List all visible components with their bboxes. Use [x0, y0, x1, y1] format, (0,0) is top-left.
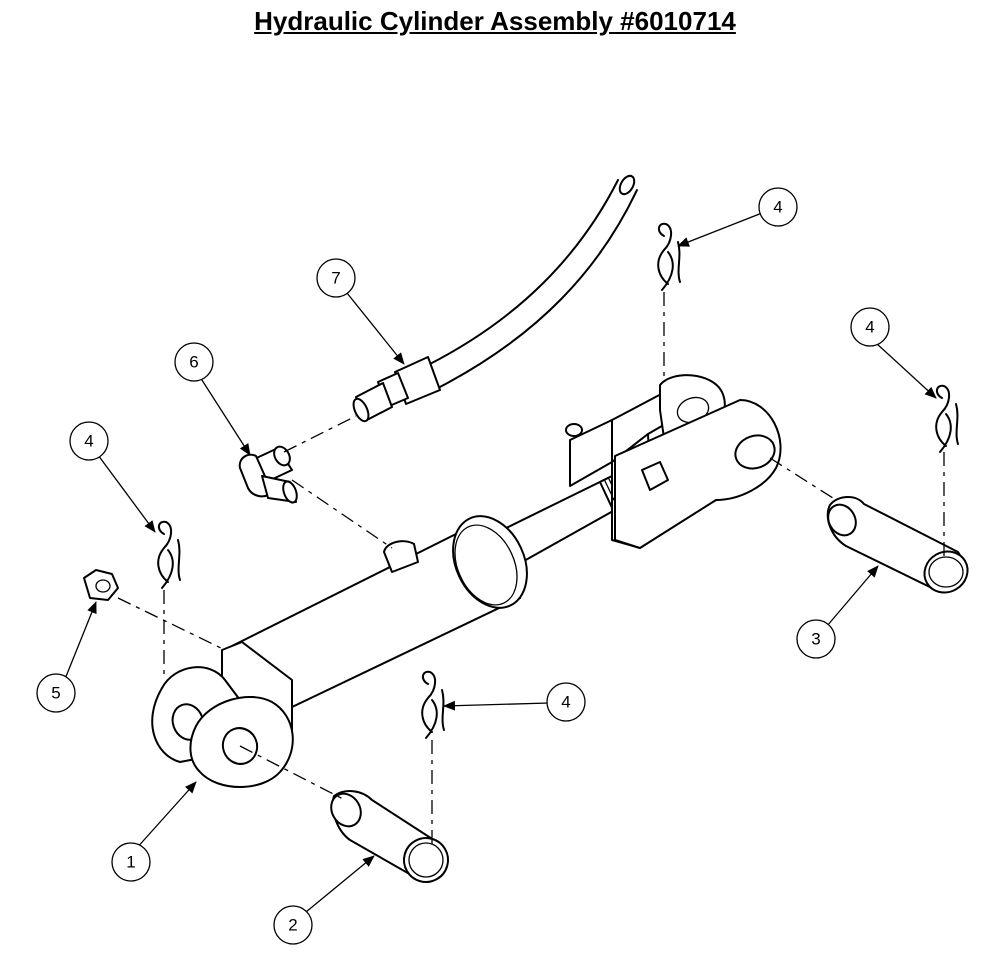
- callout-3-label: 3: [811, 630, 820, 649]
- hitch-pin-clip-3: [935, 384, 959, 453]
- callout-3: 3: [796, 619, 836, 659]
- callout-4-top-label: 4: [773, 198, 782, 217]
- callout-4-left: 4: [69, 421, 109, 461]
- callout-7: 7: [316, 258, 356, 298]
- leader-lines: [64, 212, 937, 913]
- callout-4-right: 4: [850, 307, 890, 347]
- callout-2-label: 2: [288, 916, 297, 935]
- assembly-centerlines: [117, 292, 945, 848]
- callout-5-label: 5: [51, 684, 60, 703]
- callout-4-middle: 4: [546, 682, 586, 722]
- callout-5: 5: [36, 673, 76, 713]
- clevis-pin-upper: [826, 496, 969, 594]
- hitch-pin-clip-4: [421, 670, 445, 739]
- hitch-pin-clip-1: [157, 520, 181, 589]
- base-clevis: [151, 641, 294, 788]
- drawing-title: Hydraulic Cylinder Assembly #6010714: [254, 6, 736, 36]
- callout-4-right-label: 4: [865, 318, 874, 337]
- cylinder-barrel: [231, 515, 528, 709]
- callout-6: 6: [174, 342, 214, 382]
- callout-1-label: 1: [126, 853, 135, 872]
- rod-end-clevis: [565, 374, 782, 549]
- hex-nut: [83, 569, 119, 601]
- callout-4-middle-label: 4: [561, 693, 570, 712]
- hitch-pin-clip-2: [657, 222, 681, 291]
- callout-4-left-label: 4: [84, 432, 93, 451]
- callout-2: 2: [273, 905, 313, 945]
- hydraulic-hose: [352, 174, 638, 423]
- callout-1: 1: [111, 842, 151, 882]
- clevis-pin-lower: [330, 790, 449, 883]
- callout-4-top: 4: [758, 187, 798, 227]
- callout-6-label: 6: [189, 353, 198, 372]
- callout-7-label: 7: [331, 269, 340, 288]
